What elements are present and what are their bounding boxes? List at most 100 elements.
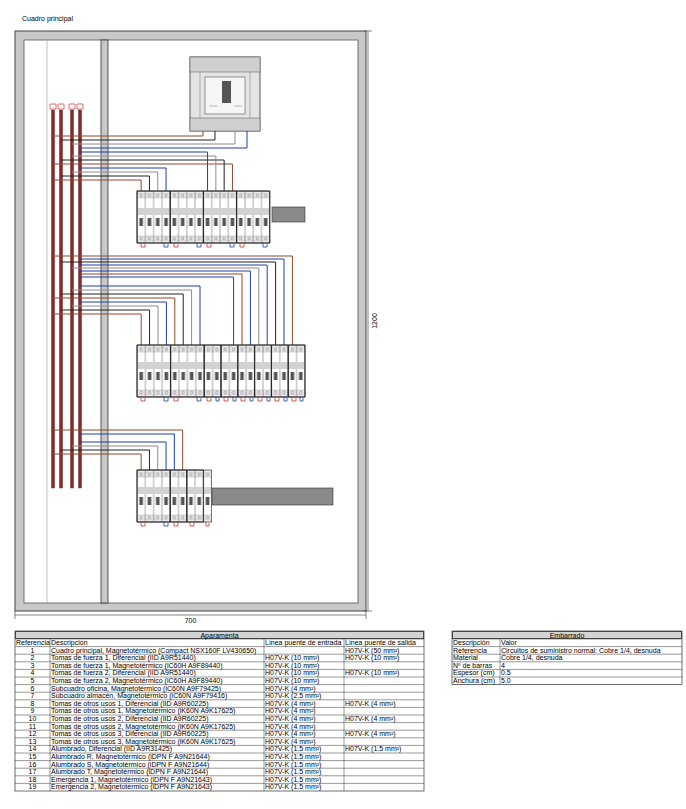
- title-anchor: Cuadro principal: [22, 15, 73, 23]
- table-cell: 15: [15, 753, 50, 761]
- cell-anchor: H07V-K (1.5 mm²): [264, 768, 344, 776]
- breaker-bottom-cover: [190, 118, 260, 131]
- cell-anchor: 7: [15, 692, 50, 700]
- table-cell: 3: [15, 662, 50, 670]
- table-cell: 4: [15, 669, 50, 677]
- table-cell: Tomas de otros usos 1, Magnetotérmico (i…: [50, 707, 264, 715]
- cell-anchor: 19: [15, 783, 50, 791]
- cell-anchor: Tomas de fuerza 1, Diferencial (IID A9R5…: [50, 654, 264, 662]
- cell-anchor: 11: [15, 723, 50, 731]
- cell-anchor: 3: [15, 662, 50, 670]
- table-cell: Línea puente de salida: [344, 639, 424, 647]
- cell-anchor: H07V-K (10 mm²): [264, 654, 344, 662]
- cell-anchor: Tomas de fuerza 2, Diferencial (IID A9R5…: [50, 669, 264, 677]
- panel-title: Cuadro principal: [22, 15, 73, 23]
- table-cell: H07V-K (4 mm²): [264, 738, 344, 746]
- outgoing-duct: [272, 207, 305, 222]
- table-cell: Subcuadro almacén, Magnetotérmico (iC60N…: [50, 692, 264, 700]
- cell-anchor: Referencia: [15, 639, 50, 647]
- table-cell: H07V-K (4 mm²): [264, 700, 344, 708]
- cell-anchor: 4: [500, 662, 682, 670]
- dimension-label: 700: [15, 617, 366, 625]
- cell-anchor: H07V-K (1.5 mm²): [264, 776, 344, 784]
- dimension-anchor: 700: [15, 617, 366, 625]
- wire-phase-branch: [80, 274, 242, 345]
- table-cell: Alumbrado S, Magnetotérmico (iDPN F A9N2…: [50, 761, 264, 769]
- table-cell: Descripción: [50, 639, 264, 647]
- panel-inner: [24, 40, 358, 603]
- cell-anchor: Línea puente de entrada: [264, 639, 344, 647]
- cell-anchor: H07V-K (4 mm²): [264, 707, 344, 715]
- cell-anchor: Descripción: [452, 639, 500, 647]
- cell-anchor: H07V-K (1.5 mm²): [344, 745, 424, 753]
- wire-neutral: [80, 131, 284, 470]
- cell-anchor: H07V-K (10 mm²): [264, 669, 344, 677]
- table-cell: 13: [15, 738, 50, 746]
- outgoing-duct: [212, 488, 333, 505]
- table-cell: Cobre 1/4, desnuda: [500, 654, 682, 662]
- wire-l2: [61, 131, 276, 470]
- cell-anchor: 12: [15, 730, 50, 738]
- cell-anchor: 16: [15, 761, 50, 769]
- cell-anchor: H07V-K (1.5 mm²): [264, 761, 344, 769]
- cell-anchor: H07V-K (2.5 mm²): [264, 692, 344, 700]
- table-cell: H07V-K (50 mm²): [344, 647, 424, 655]
- wire-l1: [53, 131, 292, 470]
- cell-anchor: H07V-K (1.5 mm²): [264, 783, 344, 791]
- cell-anchor: 2: [15, 654, 50, 662]
- cell-anchor: Tomas de otros usos 1, Diferencial (IID …: [50, 700, 264, 708]
- panel-frame: [15, 31, 366, 611]
- cell-anchor: Tomas de otros usos 1, Magnetotérmico (i…: [50, 707, 264, 715]
- table-heading: Embarrado: [452, 631, 682, 639]
- table-cell: Nº de barras: [452, 662, 500, 670]
- table-cell: H07V-K (2.5 mm²): [264, 692, 344, 700]
- cell-anchor: Tomas de fuerza 1, Magnetotérmico (iC60H…: [50, 662, 264, 670]
- cell-anchor: 4: [15, 669, 50, 677]
- cell-anchor: Tomas de otros usos 2, Magnetotérmico (i…: [50, 723, 264, 731]
- cell-anchor: H07V-K (1.5 mm²): [264, 745, 344, 753]
- table-cell: H07V-K (4 mm²): [344, 700, 424, 708]
- table-cell: Referencia: [15, 639, 50, 647]
- table-cell: 14: [15, 745, 50, 753]
- cell-anchor: H07V-K (4 mm²): [264, 738, 344, 746]
- cell-anchor: Subcuadro oficina, Magnetotérmico (iC60N…: [50, 685, 264, 693]
- dimension-label: 1200: [371, 312, 379, 330]
- breaker-handle: [222, 81, 231, 103]
- wire-tags: [164, 243, 303, 526]
- busbar: [79, 110, 82, 488]
- busbar-caps: [50, 104, 83, 109]
- cell-anchor: H07V-K (10 mm²): [344, 669, 424, 677]
- cell-anchor: Alumbrado S, Magnetotérmico (iDPN F A9N2…: [50, 761, 264, 769]
- cell-anchor: Referencia: [452, 647, 500, 655]
- cell-anchor: H07V-K (10 mm²): [264, 677, 344, 685]
- cell-anchor: Subcuadro almacén, Magnetotérmico (iC60N…: [50, 692, 264, 700]
- cell-anchor: H07V-K (4 mm²): [264, 730, 344, 738]
- table-title: Embarrado: [453, 632, 681, 639]
- table-cell: Anchura (cm): [452, 677, 500, 685]
- cell-anchor: Nº de barras: [452, 662, 500, 670]
- table-cell: 12: [15, 730, 50, 738]
- cell-anchor: H07V-K (4 mm²): [344, 715, 424, 723]
- cell-anchor: Cobre 1/4, desnuda: [500, 654, 682, 662]
- table-cell: Tomas de otros usos 3, Diferencial (IID …: [50, 730, 264, 738]
- table-cell: 19: [15, 783, 50, 791]
- table-cell: 16: [15, 761, 50, 769]
- cell-anchor: Cuadro principal, Magnetotérmico (Compac…: [50, 647, 264, 655]
- table-cell: Emergencia 2, Magnetotérmico (iDPN F A9N…: [50, 783, 264, 791]
- table-cell: 1: [15, 647, 50, 655]
- table-cell: Alumbrado R, Magnetotérmico (iDPN F A9N2…: [50, 753, 264, 761]
- dimension-lines: [15, 31, 372, 619]
- table-grid: [452, 639, 682, 685]
- cell-anchor: 17: [15, 768, 50, 776]
- table-heading: Aparamenta: [15, 631, 424, 639]
- cell-anchor: Alumbrado, Diferencial (IID A9R31425): [50, 745, 264, 753]
- table-cell: 5.0: [500, 677, 682, 685]
- cell-anchor: H07V-K (4 mm²): [264, 685, 344, 693]
- wire-l3: [72, 131, 259, 470]
- cell-anchor: Tomas de fuerza 2, Magnetotérmico (iC60H…: [50, 677, 264, 685]
- table-title: Aparamenta: [16, 632, 423, 639]
- table-cell: Espesor (cm): [452, 669, 500, 677]
- cell-anchor: 18: [15, 776, 50, 784]
- cell-anchor: Material: [452, 654, 500, 662]
- table-cell: Subcuadro oficina, Magnetotérmico (iC60N…: [50, 685, 264, 693]
